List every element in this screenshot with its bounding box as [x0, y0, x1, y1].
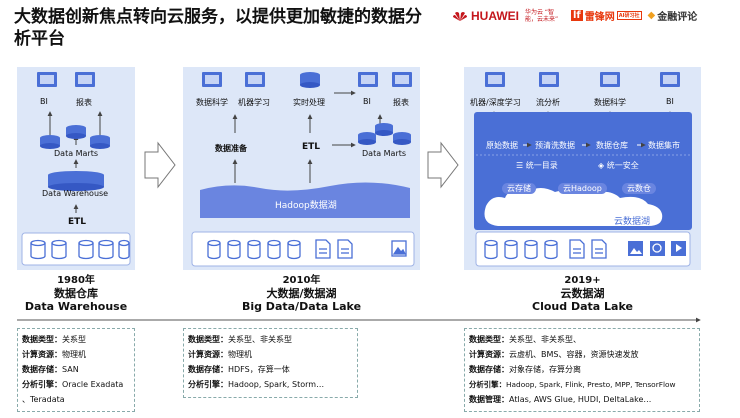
info-box-2019: 数据类型：关系型、非关系型、 计算资源：云虚机、BMS、容器，资源快速发放 数据… [464, 328, 700, 412]
col3-graphics [474, 72, 692, 267]
info-row: 数据管理：Atlas, AWS Glue, HUDI, DeltaLake… [469, 395, 652, 404]
catalog-label: ☰ 统一目录 [516, 161, 558, 170]
info-row: 计算资源：云虚机、BMS、容器，资源快速发放 [469, 350, 639, 359]
info-row: 、Teradata [22, 395, 65, 404]
huawei-logo: HUAWEI [452, 9, 519, 23]
jinrong-logo: ◆金融评论 [647, 10, 698, 23]
flow-dw-label: 数据仓库 [596, 141, 628, 150]
info-box-2010: 数据类型：关系型、非关系型 计算资源：物理机 数据存储：HDFS，存算一体 分析… [183, 328, 358, 398]
col2-bi-label: BI [363, 97, 371, 106]
cloud-dw-label: 云数仓 [622, 183, 656, 194]
flow-pre-label: 预清洗数据 [535, 141, 575, 150]
era-year: 1980年 [57, 275, 95, 286]
info-row: 分析引擎：Hadoop, Spark, Storm… [188, 380, 325, 389]
flow-mart-label: 数据集市 [648, 141, 680, 150]
era-name: 大数据/数据湖 [266, 287, 337, 300]
era-year: 2010年 [282, 275, 321, 286]
col2-ds-label: 数据科学 [196, 98, 228, 107]
info-row: 数据类型：关系型、非关系型 [188, 335, 292, 344]
huawei-cloud-logo: 华为云 “智能，云未来” [525, 8, 559, 23]
col2-report-label: 报表 [393, 98, 409, 107]
info-row: 分析引擎：Oracle Exadata [22, 380, 124, 389]
col2-prep-label: 数据准备 [215, 144, 247, 153]
col1-warehouse-label: Data Warehouse [42, 189, 109, 198]
shield-icon: ◈ [598, 161, 607, 170]
info-row: 计算资源：物理机 [188, 350, 252, 359]
cloud-storage-label: 云存储 [502, 183, 536, 194]
col1-report-label: 报表 [76, 98, 92, 107]
col1-bi-label: BI [40, 97, 48, 106]
security-label: ◈ 统一安全 [598, 161, 639, 170]
era-en: Big Data/Data Lake [241, 300, 362, 313]
col3-bi-label: BI [666, 97, 674, 106]
col1-etl-label: ETL [68, 217, 87, 227]
col1-graphics [21, 72, 131, 266]
era-2010: 2010年 大数据/数据湖 Big Data/Data Lake [183, 274, 420, 313]
era-2019: 2019+ 云数据湖 Cloud Data Lake [464, 274, 701, 313]
transition-arrow-2 [427, 141, 459, 189]
info-row: 计算资源：物理机 [22, 350, 86, 359]
info-box-1980: 数据类型：关系型 计算资源：物理机 数据存储：SAN 分析引擎：Oracle E… [17, 328, 135, 412]
info-row: 数据存储：SAN [22, 365, 79, 374]
col2-datamarts-label: Data Marts [362, 149, 407, 158]
col3-ml-label: 机器/深度学习 [470, 98, 521, 107]
info-row: 分析引擎：Hadoop, Spark, Flink, Presto, MPP, … [469, 380, 676, 389]
col2-rt-label: 实时处理 [293, 98, 325, 107]
hadoop-lake-label: Hadoop数据湖 [275, 201, 337, 211]
col2-graphics [191, 72, 415, 267]
col3-ds-label: 数据科学 [594, 98, 626, 107]
cloud-lake-label: 云数据湖 [614, 217, 651, 227]
info-row: 数据类型：关系型 [22, 335, 86, 344]
transition-arrow-1 [144, 141, 176, 189]
era-1980: 1980年 数据仓库 Data Warehouse [17, 274, 135, 313]
col3-stream-label: 流分析 [536, 98, 560, 107]
info-row: 数据存储：HDFS，存算一体 [188, 365, 290, 374]
era-name: 云数据湖 [560, 287, 605, 300]
era-year: 2019+ [564, 275, 601, 286]
era-en: Cloud Data Lake [532, 300, 633, 313]
col2-etl-label: ETL [302, 142, 321, 152]
flow-raw-label: 原始数据 [486, 141, 518, 150]
info-row: 数据存储：对象存储，存算分离 [469, 365, 581, 374]
era-name: 数据仓库 [54, 287, 98, 300]
col2-ml-label: 机器学习 [238, 98, 270, 107]
page-title: 大数据创新焦点转向云服务，以提供更加敏捷的数据分析平台 [14, 7, 422, 49]
catalog-icon: ☰ [516, 161, 526, 170]
col1-datamarts-label: Data Marts [54, 149, 99, 158]
cloud-hadoop-label: 云Hadoop [558, 183, 607, 194]
era-en: Data Warehouse [24, 300, 128, 313]
info-row: 数据类型：关系型、非关系型、 [469, 335, 581, 344]
